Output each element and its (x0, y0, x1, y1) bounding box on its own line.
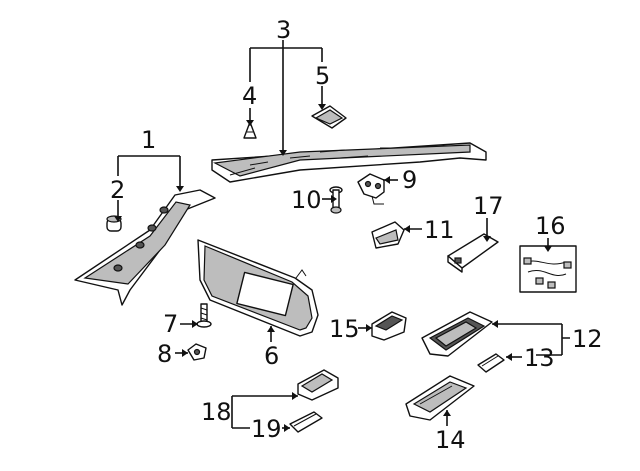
part-11-holder (371, 221, 405, 249)
callout-14: 14 (435, 426, 466, 454)
callout-4: 4 (242, 82, 257, 110)
part-4-clip (243, 121, 257, 139)
part-8-clip (187, 343, 207, 361)
callout-13: 13 (524, 344, 555, 372)
part-5-cap (311, 105, 347, 129)
callout-labels: 1 2 3 4 5 6 7 8 9 10 11 12 13 14 15 16 1… (110, 16, 603, 454)
callout-2: 2 (110, 176, 125, 204)
callout-6: 6 (264, 342, 279, 370)
callout-15: 15 (329, 315, 360, 343)
part-9-bracket (357, 173, 385, 205)
callout-19: 19 (251, 415, 282, 443)
callout-17: 17 (473, 192, 504, 220)
part-3-roof-trim (211, 142, 487, 183)
part-6-sun-visor (197, 239, 319, 337)
arrow-heads (114, 104, 552, 432)
part-19-bulb (289, 411, 323, 433)
callout-16: 16 (535, 212, 566, 240)
callout-12: 12 (572, 325, 603, 353)
part-18-lamp-assembly (297, 369, 339, 401)
part-17-module (447, 233, 499, 273)
part-7-screw (196, 303, 212, 328)
part-12-overhead-console (421, 311, 493, 357)
part-16-harness (519, 245, 577, 293)
callout-11: 11 (424, 216, 455, 244)
part-2-grommet (106, 215, 122, 232)
part-14-lamp (405, 375, 475, 421)
part-1-pillar-trim (74, 189, 216, 306)
callout-8: 8 (157, 340, 172, 368)
callout-1: 1 (141, 126, 156, 154)
callout-5: 5 (315, 62, 330, 90)
callout-7: 7 (163, 310, 178, 338)
leader-lines (117, 40, 570, 429)
callout-18: 18 (201, 398, 232, 426)
callout-9: 9 (402, 166, 417, 194)
callout-10: 10 (291, 186, 322, 214)
part-15-switch (371, 311, 407, 341)
part-13-bulb (477, 353, 505, 373)
callout-3: 3 (276, 16, 291, 44)
